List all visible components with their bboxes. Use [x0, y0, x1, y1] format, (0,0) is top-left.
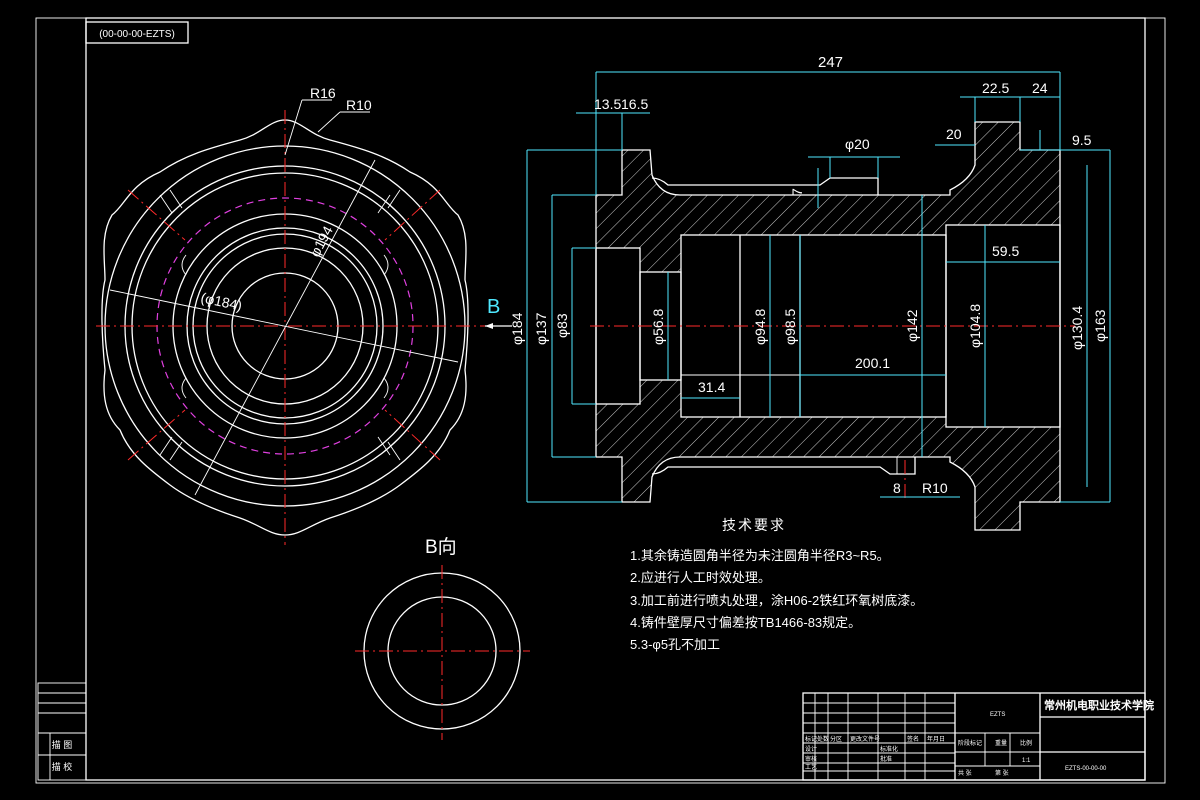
- stamp-row-2: 描 校: [52, 761, 73, 772]
- dim-phi184: φ184: [509, 312, 525, 345]
- dim-r10: R10: [346, 97, 372, 113]
- dim-phi104-8: φ104.8: [967, 304, 983, 348]
- stamp-row-1: 描 图: [52, 739, 73, 750]
- front-view: R16 R10 φ194 (φ184) B: [96, 85, 512, 545]
- dim-200-1: 200.1: [855, 355, 890, 371]
- dim-20: 20: [946, 126, 962, 142]
- tech-requirements: 技术要求 1.其余铸造圆角半径为未注圆角半径R3~R5。 2.应进行人工时效处理…: [630, 517, 923, 652]
- tb-cell-weight: 重量: [995, 739, 1007, 747]
- dim-247: 247: [818, 54, 843, 71]
- tb-cell-standard: 标准化: [880, 745, 898, 753]
- code-box-text: (00-00-00-EZTS): [99, 29, 175, 40]
- tb-cell-scale: 比例: [1020, 739, 1032, 747]
- tb-cell-review: 审核: [805, 755, 817, 763]
- tech-item-1: 1.其余铸造圆角半径为未注圆角半径R3~R5。: [630, 548, 890, 563]
- dim-phi98-5: φ98.5: [782, 308, 798, 345]
- b-view: B向: [355, 536, 530, 740]
- tb-cell-zone: 分区: [830, 735, 842, 743]
- side-stamp: 描 图 描 校: [37, 682, 87, 781]
- tb-cell-date: 年月日: [927, 735, 945, 743]
- tb-cell-mark: 标记: [805, 735, 817, 743]
- dim-phi130-4: φ130.4: [1069, 306, 1085, 350]
- view-arrow-label: B: [487, 296, 500, 318]
- tb-cell-count: 处数: [817, 735, 829, 743]
- b-view-title: B向: [425, 536, 457, 558]
- tech-item-3: 3.加工前进行喷丸处理，涂H06-2铁红环氧树底漆。: [630, 593, 923, 608]
- tech-item-2: 2.应进行人工时效处理。: [630, 570, 771, 585]
- dim-r10-section: R10: [922, 480, 948, 496]
- dim-phi163: φ163: [1092, 309, 1108, 342]
- code-box: [85, 21, 189, 44]
- dim-22-5: 22.5: [982, 80, 1009, 96]
- dim-r16: R16: [310, 85, 336, 101]
- tb-cell-total: 共 张: [958, 769, 972, 777]
- tb-cell-sheet: 第 张: [995, 769, 1009, 777]
- lobed-outline: [101, 119, 469, 536]
- tech-item-4: 4.铸件壁厚尺寸偏差按TB1466-83规定。: [630, 615, 861, 630]
- dim-16-5: 16.5: [621, 96, 648, 112]
- dim-8: 8: [893, 480, 901, 496]
- section-view: 247 13.5 16.5 22.5 24 φ20 20 9.5 7 59.5 …: [509, 54, 1111, 531]
- dim-phi94-8: φ94.8: [752, 308, 768, 345]
- tb-cell-stage: 阶段标记: [958, 739, 982, 747]
- dim-phi83: φ83: [554, 313, 570, 338]
- tb-drawing-no: EZTS-00-00-00: [1065, 766, 1107, 772]
- dim-31-4: 31.4: [698, 379, 725, 395]
- dim-phi142: φ142: [904, 309, 920, 342]
- dim-phi20: φ20: [845, 136, 870, 152]
- tb-cell-approve: 批准: [880, 755, 892, 763]
- dim-13-5: 13.5: [594, 96, 621, 112]
- tb-cell-design: 设计: [805, 745, 817, 753]
- tb-cell-process: 工艺: [805, 763, 817, 771]
- dim-7: 7: [789, 188, 805, 196]
- tb-cell-change-doc: 更改文件号: [850, 735, 880, 743]
- dim-59-5: 59.5: [992, 243, 1019, 259]
- tb-cell-sign: 签名: [907, 735, 919, 743]
- title-block: 标记 处数 分区 更改文件号 签名 年月日 设计 审核 工艺 标准化 批准 阶段…: [802, 692, 1154, 781]
- tech-title: 技术要求: [722, 517, 786, 533]
- tb-scale-value: 1:1: [1022, 758, 1031, 764]
- dim-phi137: φ137: [533, 312, 549, 345]
- dim-phi56-8: φ56.8: [650, 308, 666, 345]
- tb-school: 常州机电职业技术学院: [1044, 698, 1154, 712]
- dim-9-5: 9.5: [1072, 132, 1092, 148]
- dim-24: 24: [1032, 80, 1048, 96]
- sheet-border-inner: [85, 17, 1146, 781]
- tech-item-5: 5.3-φ5孔不加工: [630, 637, 720, 652]
- tb-part-no: EZTS: [990, 712, 1005, 718]
